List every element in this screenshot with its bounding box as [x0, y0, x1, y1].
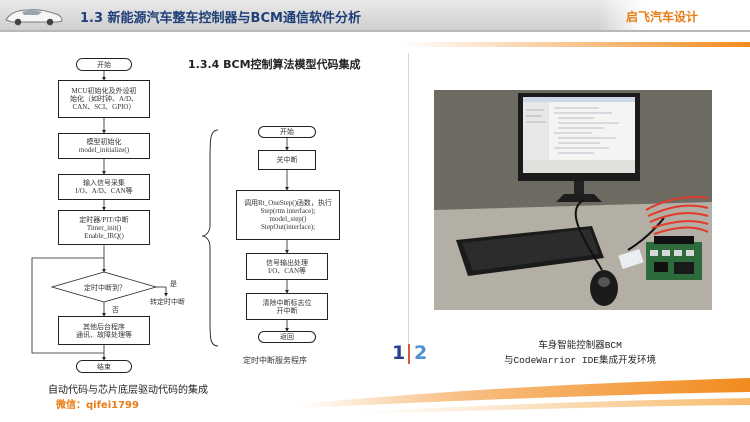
- bottom-swoosh: [0, 0, 750, 422]
